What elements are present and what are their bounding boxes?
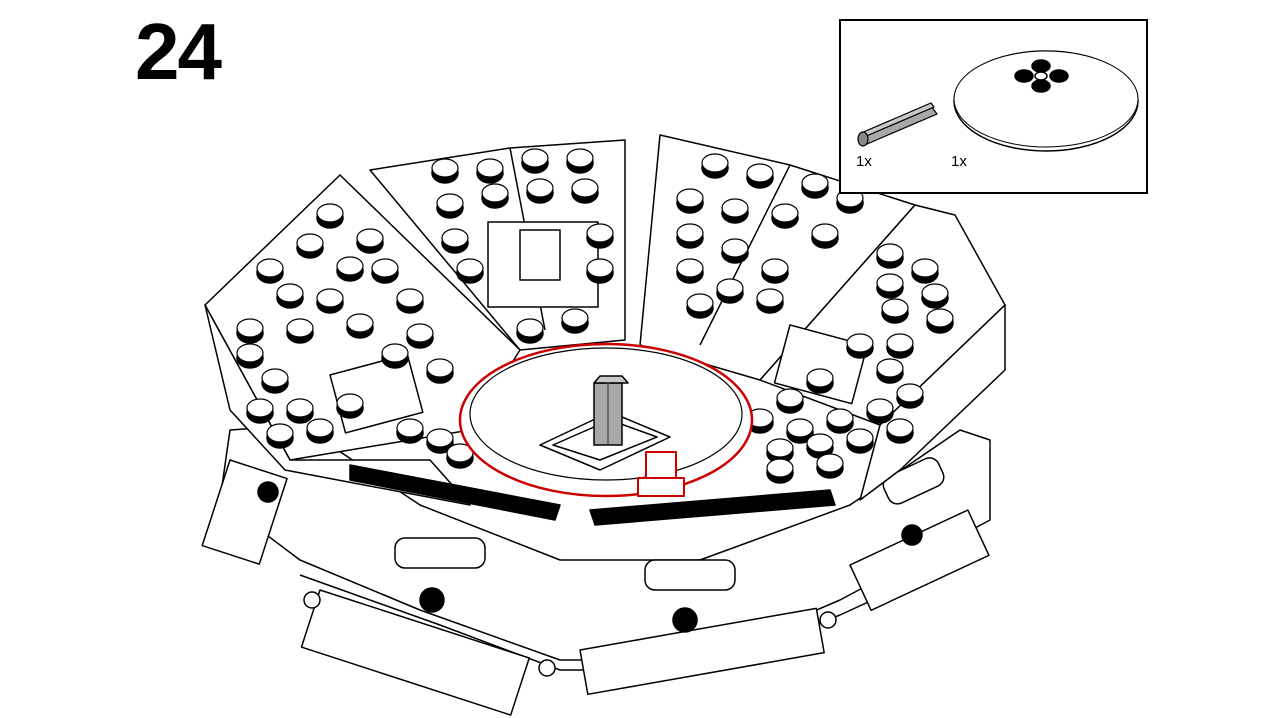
stud-top [346,313,374,333]
stud-top [771,203,799,223]
stud-top [886,418,914,438]
stud-top [816,453,844,473]
dark-slope-row [349,464,836,526]
stud-top [776,388,804,408]
stud-top [266,423,294,443]
stud-top [356,228,384,248]
stud-top [886,333,914,353]
stud-top [811,223,839,243]
stud-top [516,318,544,338]
stud-top [846,333,874,353]
stud-top [686,293,714,313]
stud-top [766,458,794,478]
stud-top [526,178,554,198]
stud-top [716,278,744,298]
stud-top [521,148,549,168]
stud-top [396,418,424,438]
stud-top [371,258,399,278]
stud-top [571,178,599,198]
stud-top [911,258,939,278]
stud-top [381,343,409,363]
stud-top [561,308,589,328]
stud-top [431,158,459,178]
stud-top [881,298,909,318]
stud-top [876,273,904,293]
stud-top [766,438,794,458]
stud-top [921,283,949,303]
stud-top [786,418,814,438]
stud-top [286,398,314,418]
round-plate-quantity: 1x [951,153,967,170]
stud-top [701,153,729,173]
stud-top [296,233,324,253]
stud-top [846,428,874,448]
stud-top [806,368,834,388]
stud-top [246,398,274,418]
step-number: 24 [135,7,222,96]
stud-top [286,318,314,338]
stud-top [761,258,789,278]
stud-top [676,188,704,208]
stud-top [406,323,434,343]
stud-top [426,358,454,378]
parts-callout: 1x 1x [839,19,1148,194]
stud-top [436,193,464,213]
stud-top [316,288,344,308]
stud-top [426,428,454,448]
stud-top [256,258,284,278]
stud-top [336,393,364,413]
stud-top [866,398,894,418]
technic-axle-icon [857,102,938,147]
stud-top [261,368,289,388]
plate-studs [236,148,954,484]
stud-top [876,243,904,263]
stud-top [476,158,504,178]
stud-top [336,256,364,276]
stud-top [721,198,749,218]
round-plate-icon [953,50,1139,152]
stud-top [746,163,774,183]
stud-top [806,433,834,453]
stud-top [926,308,954,328]
stud-top [801,173,829,193]
stud-top [441,228,469,248]
stud-top [721,238,749,258]
stud-top [676,258,704,278]
stud-top [276,283,304,303]
stud-top [826,408,854,428]
stud-top [586,223,614,243]
stud-top [896,383,924,403]
stud-top [236,318,264,338]
base-ring [201,424,991,716]
stud-top [316,203,344,223]
technic-axle [593,375,629,446]
stud-top [306,418,334,438]
stud-top [566,148,594,168]
stud-top [236,343,264,363]
axle-quantity: 1x [856,153,872,170]
stud-top [586,258,614,278]
stud-top [756,288,784,308]
stud-top [676,223,704,243]
stud-top [456,258,484,278]
stud-top [396,288,424,308]
stud-top [481,183,509,203]
stud-top [876,358,904,378]
